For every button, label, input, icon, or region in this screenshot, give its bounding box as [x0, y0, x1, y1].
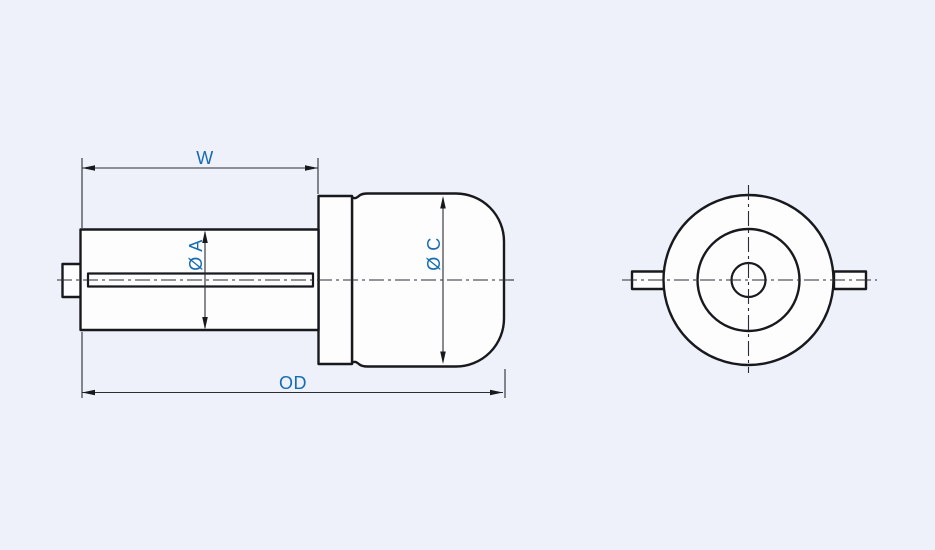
front-view	[622, 185, 877, 373]
dimension-dia-a: Ø A	[186, 230, 208, 330]
arrowhead-right	[490, 389, 503, 396]
arrowhead-left	[82, 389, 95, 396]
arrowhead-up	[202, 230, 208, 243]
dimension-label-dia-c: Ø C	[424, 237, 444, 271]
arrowhead-up	[440, 196, 446, 209]
arrowhead-down	[202, 317, 208, 330]
dimension-w: W	[81, 148, 319, 228]
dimension-od: OD	[81, 332, 506, 398]
dimension-label-w: W	[196, 148, 214, 168]
arrowhead-down	[440, 351, 446, 364]
arrowhead-left	[82, 165, 95, 171]
dimension-dia-c: Ø C	[424, 196, 446, 364]
dimension-label-od: OD	[279, 373, 307, 393]
side-view	[57, 192, 518, 368]
dimension-label-dia-a: Ø A	[186, 239, 206, 271]
arrowhead-right	[305, 165, 318, 171]
